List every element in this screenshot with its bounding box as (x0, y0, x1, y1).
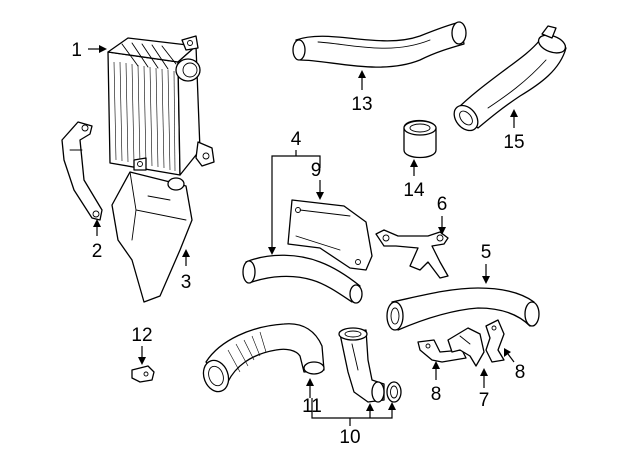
callout-8-right: 8 (515, 362, 526, 383)
support-bracket-part (447, 327, 485, 367)
leader-lines (88, 45, 518, 426)
lower-hose-part (386, 287, 540, 331)
air-guide-part (111, 157, 193, 303)
callout-2: 2 (92, 241, 103, 262)
upper-hose-part (292, 21, 467, 68)
intercooler-part (107, 35, 215, 176)
heat-shield-part (287, 199, 373, 271)
callout-8-left: 8 (431, 384, 442, 405)
bracket-part (61, 121, 103, 221)
coupler-part (403, 119, 437, 159)
callout-11: 11 (302, 396, 322, 417)
clip-left-part (417, 339, 467, 363)
callout-3: 3 (181, 272, 192, 293)
intake-hose-part (202, 323, 325, 393)
callout-5: 5 (481, 242, 492, 263)
mount-bracket-part (375, 229, 449, 279)
callout-9: 9 (311, 160, 322, 181)
callout-6: 6 (437, 194, 448, 215)
pipe-elbow-part (338, 327, 385, 403)
mid-hose-part (242, 254, 363, 304)
callout-7: 7 (479, 390, 490, 411)
callout-14: 14 (403, 180, 425, 201)
clip-right-part (485, 319, 505, 363)
callout-13: 13 (351, 94, 372, 115)
o-ring-part (386, 381, 402, 403)
callout-10: 10 (339, 427, 360, 448)
callout-15: 15 (503, 132, 524, 153)
callout-labels: 1 2 3 4 5 6 7 8 8 9 10 11 12 13 14 15 (71, 40, 525, 448)
callout-1: 1 (71, 40, 82, 61)
right-hose-part (453, 25, 567, 132)
sensor-part (131, 365, 155, 383)
callout-4: 4 (291, 129, 302, 150)
callout-12: 12 (131, 325, 152, 346)
